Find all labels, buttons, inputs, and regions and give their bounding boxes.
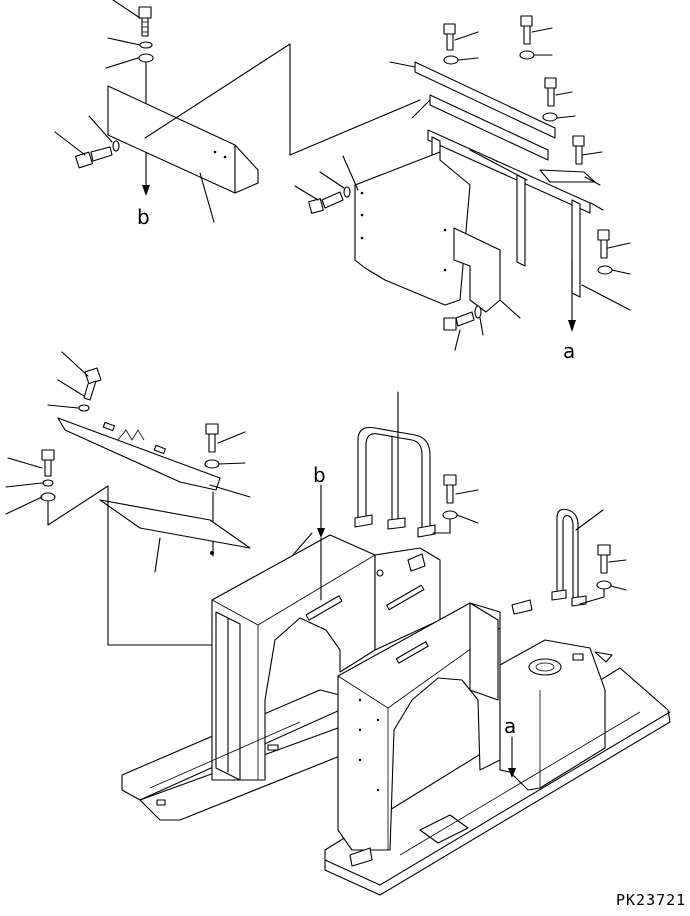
bolt: [41, 449, 55, 477]
washer: [112, 140, 120, 152]
bolt: [443, 311, 475, 331]
side-cover-panel: [107, 85, 236, 194]
partition-panel: [354, 151, 471, 306]
spring-washer: [42, 479, 54, 487]
washer: [519, 50, 535, 60]
bolt: [74, 146, 113, 169]
hood-assembly-middle-left: [5, 351, 313, 646]
callout-b-lower: b: [313, 463, 326, 487]
bolt: [520, 15, 533, 45]
handrail: [556, 508, 579, 601]
right-housing: [337, 602, 501, 851]
washer: [343, 186, 351, 198]
bolt: [205, 423, 219, 453]
flat-washer: [138, 53, 154, 63]
bolt: [443, 23, 456, 51]
washer: [474, 305, 482, 319]
fuel-tank: [499, 639, 606, 791]
side-cover-assembly-upper-left: b: [54, 0, 421, 229]
washer: [442, 510, 458, 520]
washer: [204, 459, 220, 469]
bolt: [138, 6, 152, 37]
washer: [542, 112, 558, 122]
flat-washer: [40, 492, 56, 502]
callout-b: b: [137, 205, 150, 229]
bolt: [308, 191, 344, 214]
bolt: [572, 135, 585, 165]
callout-a: a: [563, 339, 575, 363]
callout-a-lower: a: [504, 714, 516, 738]
washer: [597, 265, 613, 275]
washer: [596, 580, 612, 590]
main-frame-assembly: b a: [121, 391, 671, 896]
drawing-code: PK23721: [616, 891, 686, 909]
bolt: [443, 474, 457, 504]
spring-washer: [139, 41, 153, 49]
partition-assembly-upper-right: a: [294, 15, 631, 363]
bolt: [83, 367, 102, 401]
hood-cover: [57, 417, 221, 491]
bolt: [544, 77, 557, 107]
bolt: [597, 229, 610, 259]
washer: [78, 404, 90, 412]
gasket-strip: [429, 94, 549, 161]
bolt: [597, 544, 611, 574]
cross-frame: [427, 129, 591, 214]
tank-cap: [528, 658, 562, 676]
reference-line: [144, 43, 421, 156]
washer: [443, 55, 459, 65]
handrail: [357, 426, 431, 536]
floor-plate: [99, 499, 251, 549]
top-strip: [414, 61, 556, 139]
